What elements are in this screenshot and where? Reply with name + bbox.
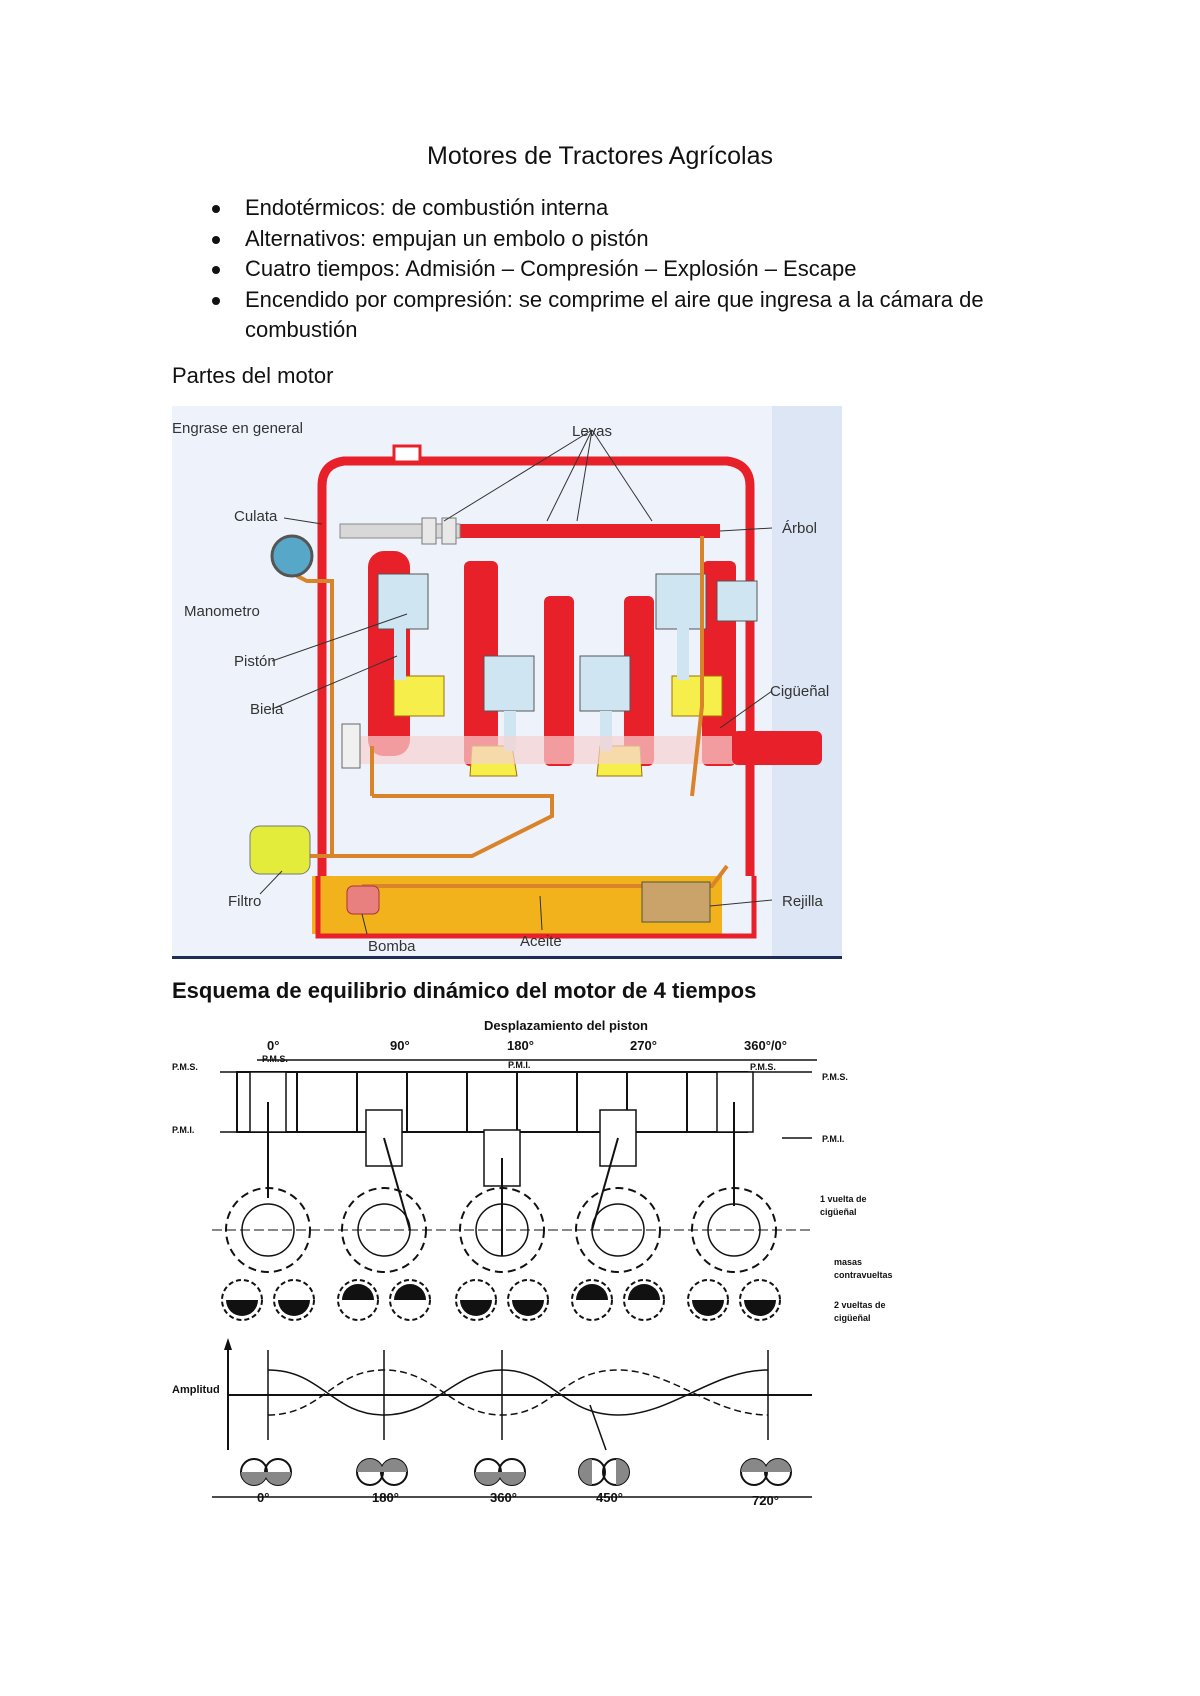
label-rejilla: Rejilla: [782, 893, 824, 910]
section-label-engine-parts: Partes del motor: [172, 363, 333, 389]
label-masas-2: contravueltas: [834, 1270, 893, 1280]
label-ciguenal: Cigüeñal: [770, 683, 829, 700]
label-biela: Biela: [250, 701, 284, 718]
angle-bottom-180: 180°: [372, 1490, 399, 1505]
label-amplitud: Amplitud: [172, 1384, 220, 1396]
angle-bottom-450: 450°: [596, 1490, 623, 1505]
figure-divider: [172, 956, 842, 959]
label-aceite: Aceite: [520, 933, 562, 950]
label-piston: Pistón: [234, 653, 276, 670]
engine-lubrication-figure: Engrase en general Levas Culata Árbol Ma…: [172, 406, 842, 958]
angle-bottom-0: 0°: [257, 1490, 269, 1505]
label-filtro: Filtro: [228, 893, 261, 910]
label-2vueltas-1: 2 vueltas de: [834, 1300, 886, 1310]
label-pmi-right: P.M.I.: [822, 1134, 844, 1144]
balance-title: Desplazamiento del piston: [484, 1018, 648, 1033]
bullet-icon: [212, 236, 220, 244]
label-masas-1: masas: [834, 1257, 862, 1267]
label-manometro: Manometro: [184, 603, 260, 620]
angle-bottom-360: 360°: [490, 1490, 517, 1505]
label-culata: Culata: [234, 508, 278, 525]
label-2vueltas-2: cigüeñal: [834, 1313, 871, 1323]
angle-bottom-720: 720°: [752, 1493, 779, 1508]
bullet-icon: [212, 205, 220, 213]
label-sub-pms-right: P.M.S.: [750, 1062, 776, 1072]
angle-top-180: 180°: [507, 1038, 534, 1053]
label-1vuelta-2: cigüeñal: [820, 1207, 857, 1217]
label-sub-pms: P.M.S.: [262, 1054, 288, 1064]
angle-top-270: 270°: [630, 1038, 657, 1053]
section-heading-balance: Esquema de equilibrio dinámico del motor…: [172, 978, 756, 1004]
angle-top-0: 0°: [267, 1038, 279, 1053]
label-levas: Levas: [572, 423, 612, 440]
label-pms-right: P.M.S.: [822, 1072, 848, 1082]
feature-list: Endotérmicos: de combustión interna Alte…: [207, 193, 1037, 346]
label-pms: P.M.S.: [172, 1062, 198, 1072]
list-item: Cuatro tiempos: Admisión – Compresión – …: [207, 254, 1037, 285]
list-item: Alternativos: empujan un embolo o pistón: [207, 224, 1037, 255]
angle-top-90: 90°: [390, 1038, 410, 1053]
page-title: Motores de Tractores Agrícolas: [0, 142, 1200, 171]
bullet-icon: [212, 297, 220, 305]
label-1vuelta-1: 1 vuelta de: [820, 1194, 867, 1204]
label-engrase: Engrase en general: [172, 420, 303, 437]
list-item: Endotérmicos: de combustión interna: [207, 193, 1037, 224]
label-arbol: Árbol: [782, 520, 817, 537]
angle-top-360: 360°/0°: [744, 1038, 787, 1053]
label-sub-pmi: P.M.I.: [508, 1060, 530, 1070]
label-pmi: P.M.I.: [172, 1125, 194, 1135]
dynamic-balance-figure: Desplazamiento del piston 0° 90° 180° 27…: [172, 1010, 932, 1530]
bullet-icon: [212, 266, 220, 274]
list-item: Encendido por compresión: se comprime el…: [207, 285, 1037, 346]
label-bomba: Bomba: [368, 938, 416, 955]
